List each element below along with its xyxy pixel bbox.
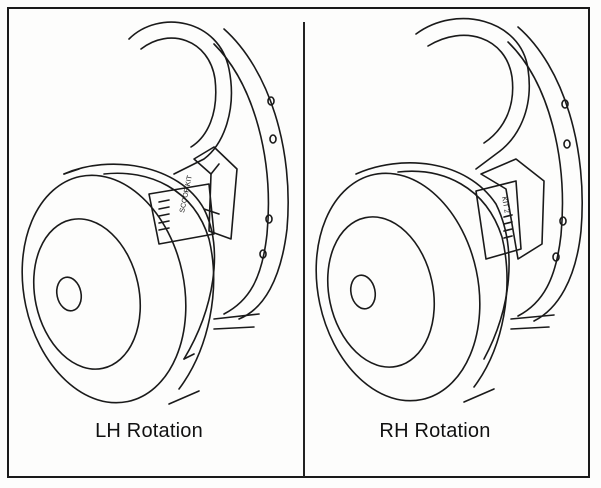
rh-hole-2 — [564, 140, 570, 148]
rh-rotation-caption: RH Rotation — [379, 420, 491, 442]
rh-hole-1 — [562, 100, 568, 108]
lh-hole-4 — [260, 250, 266, 258]
rh-label-text: KIT 2 — [500, 196, 510, 214]
lh-housing-side-outer — [224, 29, 288, 319]
lh-blower-drawing: SCOOP KIT — [9, 9, 299, 419]
lh-wheel-rim — [20, 209, 153, 379]
rh-wheel-rim — [314, 207, 447, 377]
rh-housing-scroll — [416, 19, 529, 169]
lh-hole-2 — [270, 135, 276, 143]
lh-rotation-panel: SCOOP KIT — [9, 9, 299, 476]
rh-hole-3 — [560, 217, 566, 225]
panel-divider — [303, 22, 305, 477]
rh-housing-inner — [428, 35, 513, 143]
rh-rotation-panel: KIT 2 — [306, 9, 596, 476]
rh-wheel-hub — [348, 273, 379, 311]
rh-wheel-back-arc — [356, 163, 509, 359]
rh-scoop-bracket — [481, 159, 544, 259]
lh-hole-1 — [268, 97, 274, 105]
rh-housing-side-outer — [518, 27, 582, 321]
rh-blower-drawing: KIT 2 — [306, 9, 596, 419]
figure-border — [7, 7, 590, 478]
rh-base — [511, 315, 554, 329]
rh-housing-side-inner — [508, 42, 562, 316]
lh-housing-side-inner — [214, 44, 268, 314]
lh-housing-scroll — [129, 22, 231, 174]
lh-base — [214, 314, 259, 329]
lh-wheel-tread — [64, 169, 219, 359]
lh-housing-inner — [141, 38, 216, 147]
lh-wheel-outer — [9, 160, 206, 418]
rh-label-plate — [476, 181, 521, 259]
lh-wheel-hub — [54, 275, 85, 313]
lh-wheel-back-arc — [64, 164, 214, 359]
lh-hole-3 — [266, 215, 272, 223]
rh-hole-4 — [553, 253, 559, 261]
rh-wheel-outer — [306, 158, 500, 416]
lh-rotation-caption: LH Rotation — [95, 420, 203, 442]
lh-label-plate — [149, 184, 214, 244]
